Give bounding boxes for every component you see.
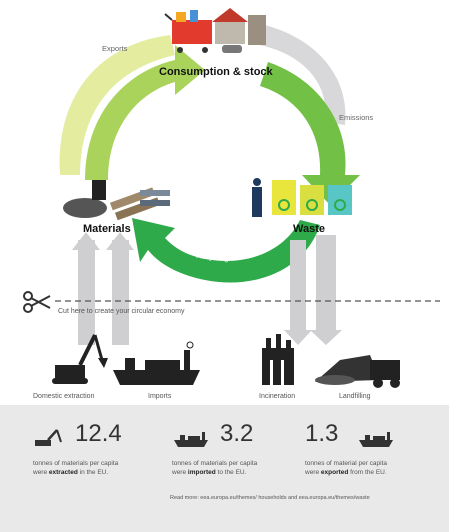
stat-value: 12.4 — [75, 420, 122, 447]
node-waste: Waste — [293, 223, 325, 235]
excavator-icon — [35, 429, 62, 446]
shopping-cart-icon — [164, 10, 212, 53]
extraction-flow — [78, 240, 95, 345]
materials-to-consumption-arrow — [85, 45, 205, 180]
cut-line-label: Cut here to create your circular economy — [58, 308, 185, 315]
recycling-arrow — [132, 218, 320, 283]
stat-value: 3.2 — [220, 420, 254, 447]
emissions-arrow — [260, 25, 346, 125]
flow-exports: Exports — [102, 44, 128, 53]
read-more-link[interactable]: Read more: eea.europa.eu/themes/ househo… — [170, 495, 370, 501]
excavator-icon — [52, 334, 108, 384]
source-landfilling: Landfilling — [339, 393, 371, 400]
incineration-flow — [290, 240, 306, 330]
stat-caption: tonnes of material per capita were expor… — [305, 460, 388, 476]
dump-truck-icon — [315, 355, 400, 388]
flow-recycling: Recycling — [196, 251, 229, 263]
source-domestic-extraction: Domestic extraction — [33, 393, 95, 400]
cargo-ship-icon — [113, 341, 200, 385]
node-materials: Materials — [83, 223, 131, 235]
node-consumption: Consumption & stock — [159, 66, 274, 78]
scissors-icon — [23, 291, 51, 313]
landfilling-flow — [316, 235, 336, 330]
materials-pile-icon — [63, 180, 170, 221]
exports-arrow — [59, 35, 175, 175]
house-icon — [212, 8, 266, 53]
stat-caption: tonnes of materials per capita were impo… — [172, 460, 258, 476]
imports-flow — [112, 240, 129, 345]
cargo-ship-icon — [359, 432, 393, 447]
flow-emissions: Emissions — [339, 113, 373, 122]
circular-economy-diagram: Consumption & stock Materials Waste Expo… — [23, 8, 440, 400]
source-imports: Imports — [148, 393, 172, 400]
waste-bins-icon — [252, 178, 352, 217]
stat-value: 1.3 — [305, 420, 339, 447]
source-incineration: Incineration — [259, 393, 295, 400]
cargo-ship-icon — [174, 432, 208, 447]
consumption-to-waste-arrow — [260, 62, 360, 205]
incinerator-icon — [262, 334, 294, 385]
stat-caption: tonnes of materials per capita were extr… — [33, 460, 119, 476]
stats-panel: 12.4 tonnes of materials per capita were… — [0, 405, 449, 532]
